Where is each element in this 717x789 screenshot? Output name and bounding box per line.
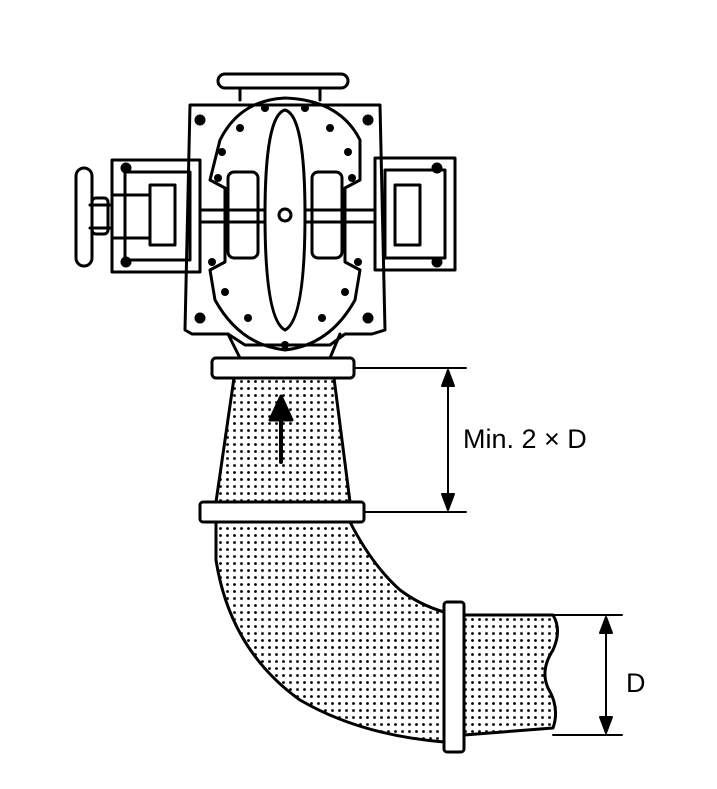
diffuser-left [226, 170, 260, 260]
volute-bolt [281, 341, 289, 349]
diffuser-right [310, 170, 344, 260]
casing-plate [183, 103, 387, 347]
housing-bolt [120, 256, 132, 268]
plate-bolt [362, 114, 374, 126]
volute-bolt [341, 288, 349, 296]
impeller-hub [277, 207, 293, 223]
flow-arrow-head [268, 394, 294, 422]
volute-casing [208, 96, 362, 352]
housing-bolt [431, 162, 443, 174]
dimension-arrow-top [441, 369, 455, 387]
volute-bolt [326, 124, 334, 132]
dimension-arrow-bottom [599, 716, 613, 734]
left-coupling-hub [90, 196, 110, 236]
outlet-pipe [462, 613, 559, 737]
volute-bolt [236, 124, 244, 132]
dimension-arrow-bottom [441, 493, 455, 511]
volute-bolt [221, 288, 229, 296]
dimension-diameter [552, 614, 623, 736]
volute-bolt [208, 258, 216, 266]
housing-bolt [120, 162, 132, 174]
middle-flange [198, 500, 366, 524]
volute-bolt [261, 104, 269, 112]
left-shaft [88, 193, 152, 240]
pipe-elbow [214, 520, 446, 744]
dimension-arrow-top [599, 616, 613, 634]
volute-bolt [301, 104, 309, 112]
volute-bolt [354, 258, 362, 266]
pump [74, 72, 457, 360]
left-bearing-housing [110, 158, 202, 274]
volute-bolt [218, 148, 226, 156]
volute-bolt [244, 314, 252, 322]
right-bearing-housing [373, 156, 457, 272]
top-flange [216, 72, 350, 90]
diameter-label: D [626, 668, 646, 698]
outlet-flange [442, 600, 466, 754]
plate-bolt [362, 312, 374, 324]
min-length-label: Min. 2 × D [463, 424, 587, 454]
volute-bolt [348, 174, 356, 182]
left-bearing-detail [123, 170, 192, 262]
left-coupling [74, 166, 94, 268]
right-bearing-detail [383, 168, 447, 260]
volute-bolt [318, 314, 326, 322]
volute-bolt [214, 174, 222, 182]
pump-suction-flange [210, 356, 356, 380]
volute-bolt [344, 148, 352, 156]
top-flange-neck [238, 86, 322, 102]
plate-bolt [194, 114, 206, 126]
dimension-min-length [353, 367, 467, 513]
housing-bolt [431, 256, 443, 268]
plate-bolt [194, 312, 206, 324]
suction-neck [226, 332, 342, 360]
